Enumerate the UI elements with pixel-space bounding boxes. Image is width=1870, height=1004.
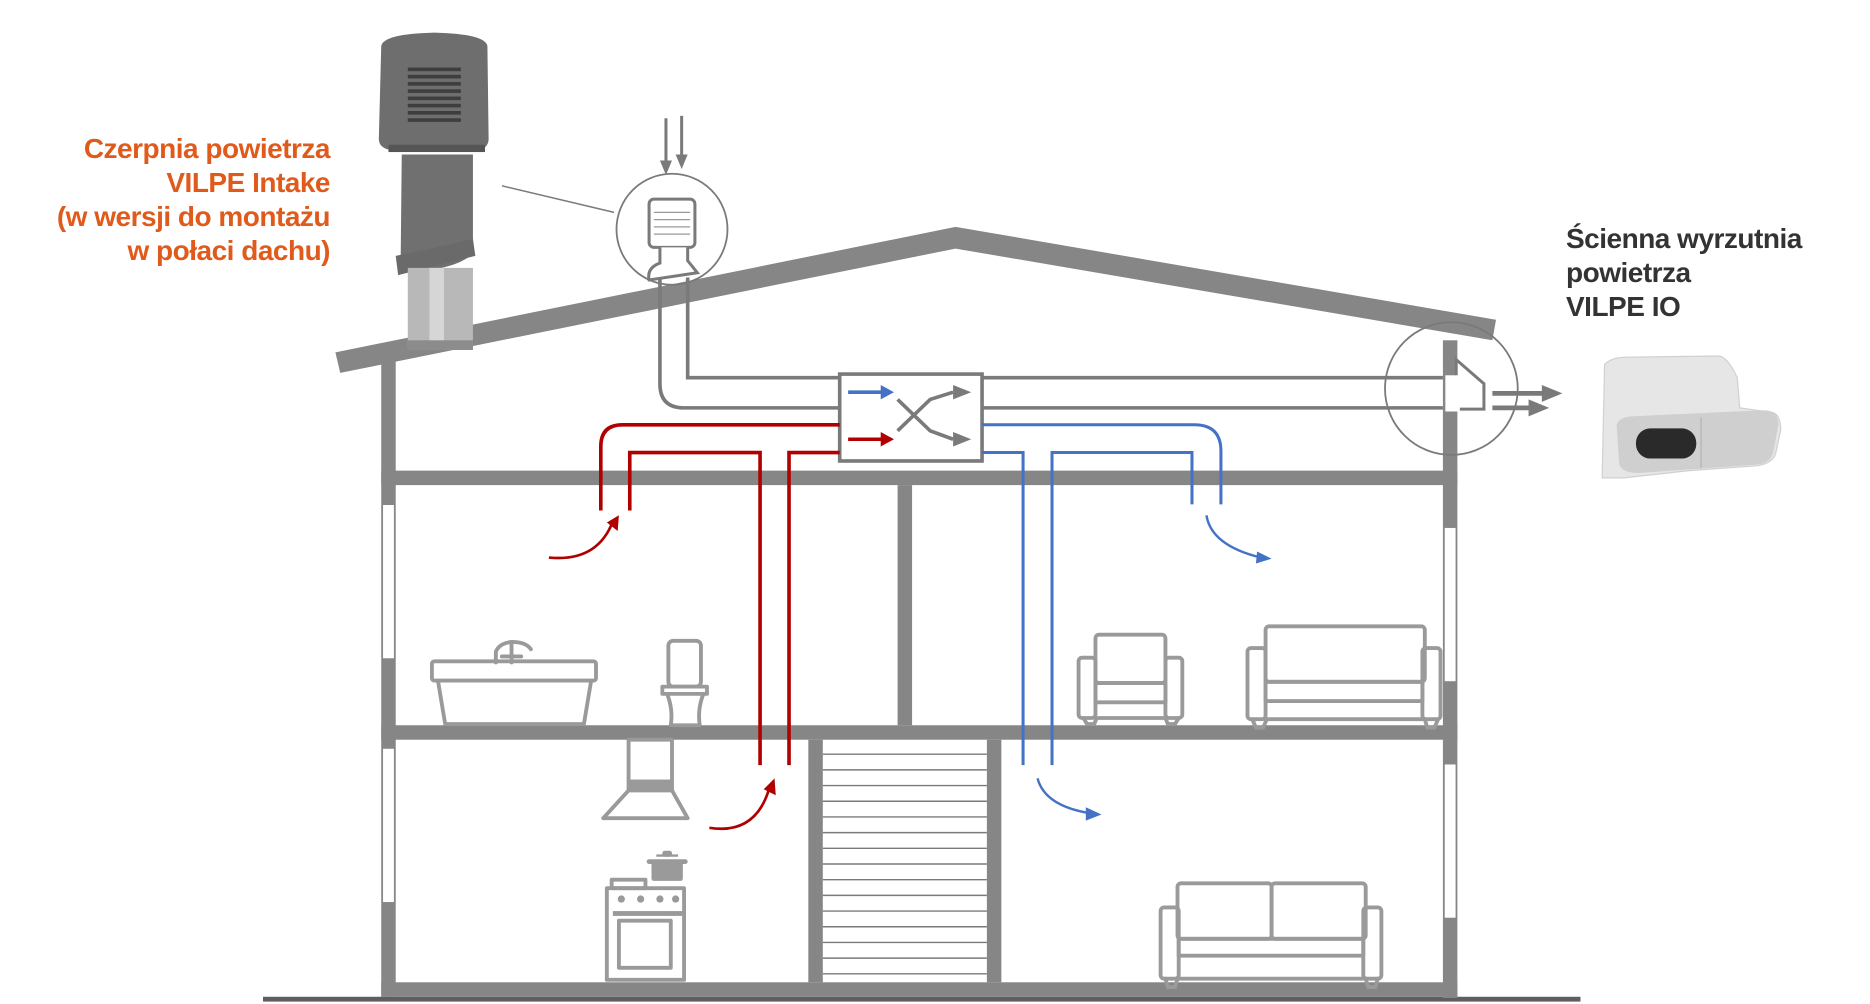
wall-outlet-detail xyxy=(1384,321,1563,456)
supply-arrow-living-head xyxy=(1255,551,1272,564)
louver-slat xyxy=(407,96,461,101)
window-right-upper xyxy=(1443,526,1457,683)
supply-duct-upper-inner xyxy=(982,451,1025,766)
louver-slat xyxy=(407,89,461,93)
louver-slat xyxy=(407,118,461,122)
supply-arrow-lower-head xyxy=(1085,807,1102,821)
stair-wall-right xyxy=(986,739,1002,983)
intake-label-line-3: (w wersji do montażu xyxy=(56,201,331,233)
window-left-lower xyxy=(381,747,396,904)
outlet-label-line-3: VILPE IO xyxy=(1566,291,1681,323)
cooker-hood-icon xyxy=(601,737,690,821)
supply-duct-upper-outer xyxy=(982,423,1223,505)
window-left-upper xyxy=(381,503,396,660)
armchair-icon xyxy=(1076,632,1185,726)
louver-slat xyxy=(407,67,461,72)
louver-slat xyxy=(407,103,461,108)
outlet-label-line-2: powietrza xyxy=(1566,257,1691,289)
extract-duct-bathroom-inner xyxy=(627,450,762,766)
heat-recovery-unit xyxy=(837,372,984,463)
intake-label-line-2: VILPE Intake xyxy=(166,167,330,199)
wall-outlet-product-image xyxy=(1601,355,1782,479)
stove-icon xyxy=(604,877,686,982)
staircase xyxy=(822,753,987,975)
intake-duct-inner xyxy=(685,277,840,380)
interior-wall-upper xyxy=(897,485,913,726)
intake-duct-outer xyxy=(658,277,840,410)
intake-louvers xyxy=(407,67,461,122)
louver-slat xyxy=(407,111,461,115)
louver-slat xyxy=(407,82,461,86)
extract-duct-bathroom-outer xyxy=(599,422,840,511)
intake-label-line-4: w połaci dachu) xyxy=(127,235,330,267)
extract-arrow-kitchen xyxy=(709,786,771,831)
louver-slat xyxy=(407,74,461,79)
supply-duct-lower xyxy=(1050,451,1194,766)
outlet-label: Ścienna wyrzutnia powietrza VILPE IO xyxy=(1566,222,1802,324)
stair-wall-left xyxy=(808,739,823,983)
intake-label-line-1: Czerpnia powietrza xyxy=(83,133,331,164)
ground-floor xyxy=(381,982,1458,997)
window-right-lower xyxy=(1443,763,1457,919)
extract-duct-kitchen xyxy=(787,450,840,766)
bathtub-icon xyxy=(429,640,598,726)
attic-floor xyxy=(381,470,1458,486)
roof-intake-product-image xyxy=(378,32,489,350)
ground-line xyxy=(263,996,1581,1002)
extract-arrow-kitchen-head xyxy=(763,778,776,796)
roof-intake-detail xyxy=(501,115,729,286)
intake-label: Czerpnia powietrza VILPE Intake (w wersj… xyxy=(56,132,331,269)
extract-arrow-bathroom xyxy=(548,520,615,560)
sofa-icon xyxy=(1245,624,1443,730)
extract-arrow-bathroom-head xyxy=(606,515,619,531)
roof xyxy=(335,226,1496,373)
toilet-icon xyxy=(660,638,709,728)
outlet-label-line-1: Ścienna wyrzutnia xyxy=(1566,223,1802,254)
sofa-lower-icon xyxy=(1158,881,1384,990)
middle-floor xyxy=(381,725,1458,740)
supply-arrow-lower xyxy=(1036,777,1091,815)
pot-icon xyxy=(646,850,688,881)
supply-arrow-living xyxy=(1205,515,1262,559)
